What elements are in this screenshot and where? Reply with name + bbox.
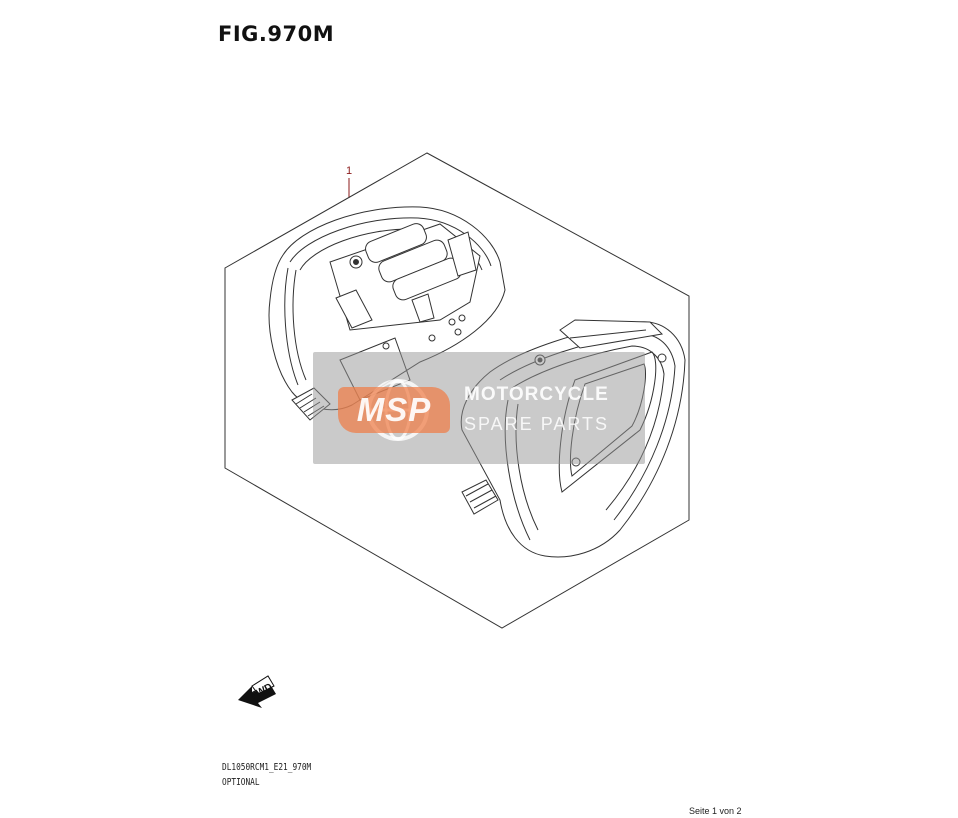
page-indicator: Seite 1 von 2 [689, 806, 742, 816]
forward-arrow-icon [238, 675, 276, 708]
figure-title: FIG.970M [218, 22, 335, 46]
model-code: DL1050RCM1_E21_970M [222, 762, 312, 773]
part-callout-number[interactable]: 1 [346, 165, 352, 177]
optional-note: OPTIONAL [222, 777, 260, 788]
watermark-line1: MOTORCYCLE [464, 384, 609, 405]
assembly-boundary [224, 152, 690, 629]
watermark-logo: MSP [338, 387, 450, 433]
watermark-line2: SPARE PARTS [464, 414, 610, 434]
